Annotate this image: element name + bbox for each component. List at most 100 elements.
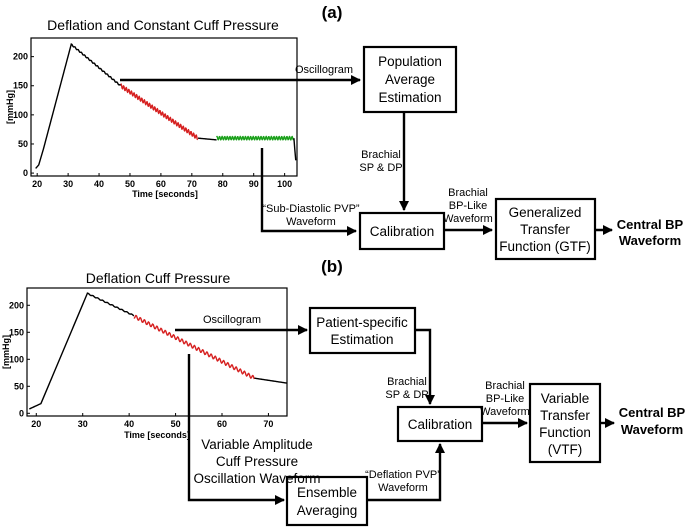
plot-b-xtick-label: 20 — [31, 419, 41, 429]
population-line-2: Average — [385, 72, 435, 87]
plot-a-release-trace — [293, 138, 297, 161]
plot-b-ytick-label: 200 — [9, 300, 24, 310]
panel-a-tag: (a) — [322, 3, 343, 22]
plot-a-ytick-label: 200 — [13, 52, 28, 62]
plot-b-ytick-label: 0 — [19, 408, 24, 418]
plot-a-xtick-label: 80 — [218, 179, 228, 189]
gtf-line-3: Function (GTF) — [499, 239, 591, 254]
edge-brachial-b-1: Brachial — [387, 376, 427, 388]
plot-b-xtick-label: 30 — [78, 419, 88, 429]
edge-oscillogram-b: Oscillogram — [203, 314, 261, 326]
edge-bp-like-b-2: BP-Like — [486, 393, 525, 405]
plot-a-transition-trace — [197, 137, 217, 141]
panel-a: (a) Deflation and Constant Cuff Pressure… — [5, 3, 684, 261]
vtf-line-3: Function — [539, 425, 591, 440]
vtf-box: Variable Transfer Function (VTF) — [528, 382, 602, 464]
output-a-line-2: Waveform — [619, 233, 681, 248]
plot-b-xtick-label: 40 — [124, 419, 134, 429]
plot-a-oscillation-trace — [120, 83, 199, 141]
edge-sub-diastolic-2: Waveform — [286, 216, 336, 228]
plot-a-inflation-trace — [35, 43, 122, 169]
plot-b-ylabel: [mmHg] — [1, 335, 11, 369]
gtf-line-1: Generalized — [509, 205, 582, 220]
plot-a-xtick-label: 90 — [249, 179, 259, 189]
plot-b-inflation-trace — [29, 292, 135, 410]
population-average-estimation-box: Population Average Estimation — [362, 45, 458, 114]
edge-bp-like-a-1: Brachial — [448, 187, 488, 199]
edge-bp-like-b-1: Brachial — [485, 380, 525, 392]
plot-b-xtick-label: 50 — [171, 419, 181, 429]
calibration-b-label: Calibration — [408, 417, 473, 432]
patient-line-2: Estimation — [330, 332, 393, 347]
population-line-3: Estimation — [378, 90, 441, 105]
arrow-ensemble-to-calibration — [367, 442, 446, 502]
plot-a-ytick-label: 100 — [13, 110, 28, 120]
calibration-box-a: Calibration — [358, 211, 446, 251]
plot-b-xlabel: Time [seconds] — [124, 430, 190, 440]
edge-variable-amplitude-1: Variable Amplitude — [201, 437, 313, 452]
plot-a-xlabel: Time [seconds] — [132, 189, 198, 199]
calibration-box-b: Calibration — [396, 405, 484, 443]
plot-a-xtick-label: 50 — [125, 179, 135, 189]
edge-brachial-b-2: SP & DP — [385, 389, 428, 401]
plot-a-ytick-label: 0 — [23, 168, 28, 178]
output-b-line-2: Waveform — [621, 422, 683, 437]
plot-b-ytick-label: 150 — [9, 327, 24, 337]
plot-b-xtick-label: 60 — [217, 419, 227, 429]
gtf-line-2: Transfer — [520, 222, 570, 237]
ensemble-line-2: Averaging — [297, 503, 358, 518]
edge-bp-like-a-2: BP-Like — [449, 200, 488, 212]
panel-b-tag: (b) — [321, 257, 343, 276]
plot-a-xtick-label: 20 — [32, 179, 42, 189]
output-a-line-1: Central BP — [617, 217, 684, 232]
plot-a-constant-trace — [216, 135, 294, 141]
edge-brachial-a-1: Brachial — [361, 149, 401, 161]
population-line-1: Population — [378, 54, 442, 69]
edge-oscillogram-a: Oscillogram — [295, 64, 353, 76]
plot-a-ytick-label: 150 — [13, 81, 28, 91]
vtf-line-4: (VTF) — [548, 442, 583, 457]
calibration-a-label: Calibration — [370, 224, 435, 239]
edge-deflation-pvp-1: “Deflation PVP” — [365, 469, 441, 481]
output-b-line-1: Central BP — [619, 405, 685, 420]
edge-variable-amplitude-2: Cuff Pressure — [216, 454, 298, 469]
edge-brachial-a-2: SP & DP — [359, 162, 402, 174]
plot-a-ylabel: [mmHg] — [5, 90, 15, 124]
gtf-box: Generalized Transfer Function (GTF) — [494, 197, 597, 261]
plot-a: Deflation and Constant Cuff Pressure 0 50… — [5, 17, 298, 199]
edge-variable-amplitude-3: Oscillation Waveform — [193, 471, 320, 486]
plot-a-traces — [35, 43, 297, 169]
vtf-line-1: Variable — [541, 391, 590, 406]
plot-b-title: Deflation Cuff Pressure — [86, 270, 231, 286]
plot-b-x-ticks: 20 30 40 50 60 70 — [31, 413, 273, 429]
plot-a-xtick-label: 100 — [277, 179, 292, 189]
arrow-sub-diastolic — [260, 148, 358, 237]
plot-a-xtick-label: 60 — [156, 179, 166, 189]
arrow-to-ensemble — [187, 354, 286, 506]
vtf-line-2: Transfer — [540, 408, 590, 423]
plot-b-xtick-label: 70 — [263, 419, 273, 429]
plot-b-tail-trace — [254, 377, 288, 384]
plot-b-frame — [26, 287, 288, 417]
ensemble-line-1: Ensemble — [297, 485, 357, 500]
plot-b-oscillation-trace — [133, 314, 255, 380]
patient-specific-estimation-box: Patient-specific Estimation — [308, 306, 417, 355]
edge-bp-like-a-3: Waveform — [443, 213, 493, 225]
plot-a-xtick-label: 40 — [94, 179, 104, 189]
plot-b-ytick-label: 50 — [14, 381, 24, 391]
edge-sub-diastolic-1: “Sub-Diastolic PVP” — [262, 203, 360, 215]
plot-b-traces — [29, 292, 288, 410]
plot-b-ytick-label: 100 — [9, 354, 24, 364]
plot-a-title: Deflation and Constant Cuff Pressure — [47, 17, 279, 33]
edge-deflation-pvp-2: Waveform — [378, 482, 428, 494]
plot-a-frame — [30, 37, 298, 177]
plot-b-y-ticks: 0 50 100 150 200 — [9, 300, 30, 418]
patient-line-1: Patient-specific — [316, 315, 408, 330]
plot-a-xtick-label: 70 — [187, 179, 197, 189]
edge-bp-like-b-3: Waveform — [480, 406, 530, 418]
arrow-patient-to-calibration — [415, 328, 436, 406]
plot-b: Deflation Cuff Pressure 0 50 100 150 200 20 3… — [1, 270, 288, 440]
